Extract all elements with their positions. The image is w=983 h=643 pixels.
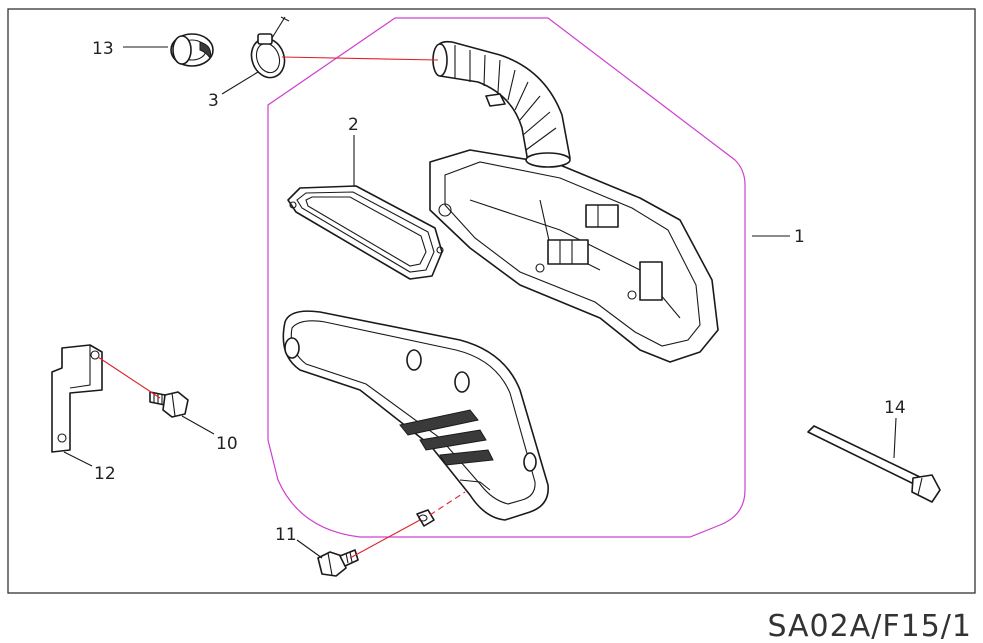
alignment-line-cover-bolt — [349, 519, 421, 559]
callout-1: 1 — [794, 227, 805, 247]
callout-13: 13 — [92, 39, 114, 59]
part-14-rod — [807, 425, 941, 503]
callout-3: 3 — [208, 91, 219, 111]
leader-3 — [221, 71, 259, 95]
callout-12: 12 — [94, 464, 116, 484]
callout-10: 10 — [216, 434, 238, 454]
leader-12 — [63, 451, 93, 467]
callout-2: 2 — [348, 115, 359, 135]
alignment-line-clamp-duct — [281, 56, 439, 61]
alignment-line-bracket-bolt — [97, 356, 161, 399]
alignment-line-cover-spacer — [429, 491, 466, 516]
part-13-ring — [170, 33, 214, 67]
part-1-housing — [429, 40, 719, 363]
part-2-filter — [287, 185, 444, 280]
part-12-bracket — [51, 344, 103, 453]
part-10-bolt — [149, 391, 189, 418]
part-1-cover — [282, 310, 549, 521]
assembly-outline — [267, 17, 746, 538]
callout-14: 14 — [884, 398, 906, 418]
part-11-bolt — [317, 509, 435, 577]
diagram-code: SA02A/F15/1 — [767, 609, 972, 643]
leader-14 — [893, 417, 897, 459]
leader-10 — [181, 415, 215, 435]
diagram-frame — [7, 8, 976, 594]
part-3-clamp — [250, 16, 290, 79]
callout-11: 11 — [275, 525, 297, 545]
leader-11 — [296, 539, 323, 559]
